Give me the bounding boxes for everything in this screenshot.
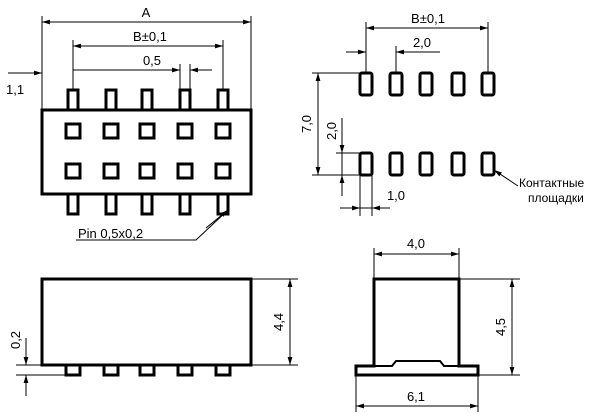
land-dim-height-label: 7,0 — [299, 115, 314, 133]
callout-line-1: Контактные — [519, 176, 584, 190]
contact — [214, 122, 232, 140]
pad — [388, 71, 404, 97]
contact-row-2 — [64, 162, 232, 180]
contact — [138, 162, 156, 180]
contact — [102, 162, 120, 180]
end-dim-top-label: 4,0 — [407, 236, 425, 251]
pin — [178, 192, 192, 216]
land-dim-padlen-label: 2,0 — [324, 122, 339, 140]
pin — [216, 88, 230, 112]
pin — [104, 88, 118, 112]
pin-label: Pin 0,5x0,2 — [78, 226, 143, 241]
dim-pitch-label: 0,5 — [143, 53, 161, 68]
pad — [418, 71, 434, 97]
land-dim-padw-label: 1,0 — [387, 188, 405, 203]
pad — [480, 151, 496, 177]
lead — [138, 363, 156, 377]
top-view-extension-lines — [41, 16, 252, 110]
pin — [178, 88, 192, 112]
end-dim-height-label: 4,5 — [493, 318, 508, 336]
side-view — [16, 277, 298, 396]
contact — [64, 162, 82, 180]
pin — [140, 192, 154, 216]
pad — [358, 71, 374, 97]
land-dim-b-label: B±0,1 — [411, 11, 445, 26]
dim-a-label: A — [142, 5, 151, 20]
end-view — [354, 248, 520, 412]
pad — [358, 151, 374, 177]
pin — [66, 88, 80, 112]
contact — [138, 122, 156, 140]
contact — [176, 162, 194, 180]
pads-top-row — [358, 71, 496, 97]
lead — [64, 363, 82, 377]
land-pattern-view — [312, 22, 519, 216]
contact — [176, 122, 194, 140]
land-dim-pitch-label: 2,0 — [413, 35, 431, 50]
pad — [450, 71, 466, 97]
pads-bottom-row — [358, 151, 496, 177]
pad — [418, 151, 434, 177]
pin-leader — [76, 209, 229, 241]
dim-b-label: B±0,1 — [133, 29, 167, 44]
top-pins — [66, 88, 230, 112]
lead — [102, 363, 120, 377]
callout-line-2: площадки — [528, 191, 584, 205]
dim-offset-label: 1,1 — [6, 82, 24, 97]
pin — [66, 192, 80, 216]
lead — [176, 363, 194, 377]
end-view-base-detail — [374, 360, 459, 367]
lead — [214, 363, 232, 377]
pad — [388, 151, 404, 177]
top-view — [8, 16, 253, 241]
side-dim-lead-label: 0,2 — [8, 331, 23, 349]
contact — [214, 162, 232, 180]
end-dim-base-label: 6,1 — [407, 389, 425, 404]
contact-row-1 — [64, 122, 232, 140]
bottom-pins — [66, 192, 230, 216]
pin — [104, 192, 118, 216]
contact — [64, 122, 82, 140]
contact — [102, 122, 120, 140]
side-leads — [64, 363, 232, 377]
pad — [480, 71, 496, 97]
pin — [140, 88, 154, 112]
pad — [450, 151, 466, 177]
callout-leader — [493, 169, 519, 187]
side-dim-height-label: 4,4 — [271, 313, 286, 331]
side-view-body — [40, 277, 253, 367]
